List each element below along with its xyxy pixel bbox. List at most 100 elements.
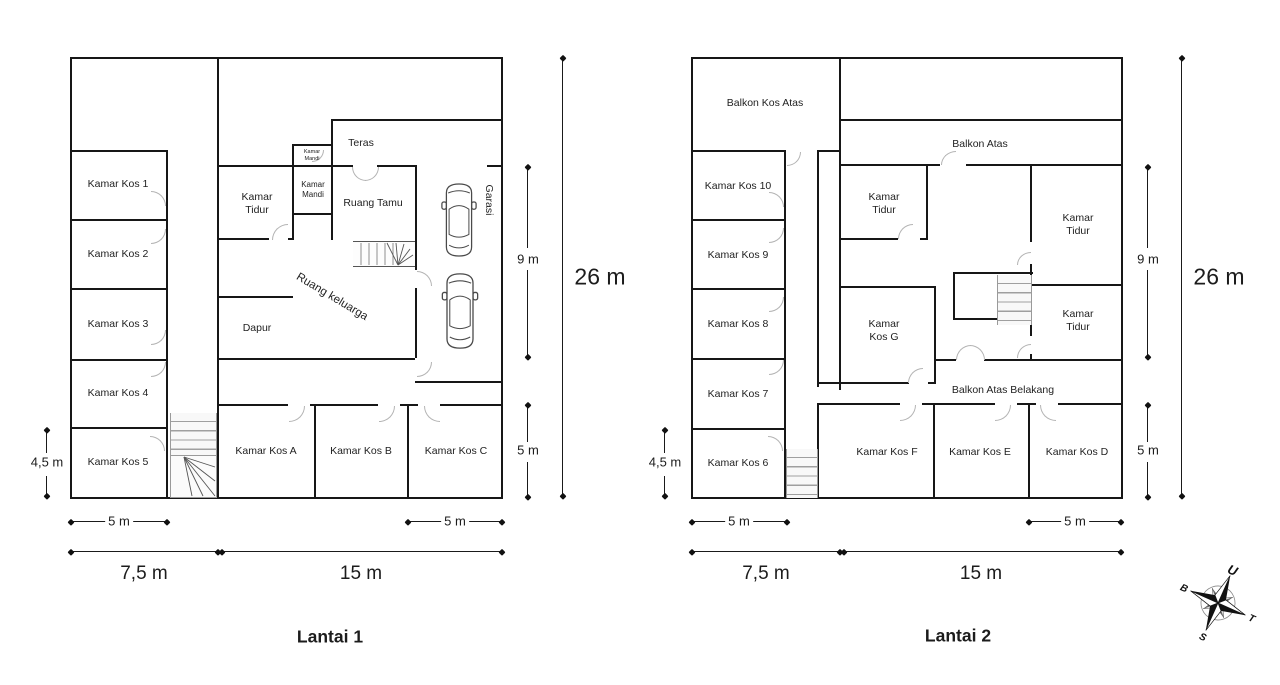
wall xyxy=(72,288,166,290)
wall xyxy=(922,403,995,405)
dimension-endpoint xyxy=(404,518,412,526)
wall xyxy=(817,403,819,499)
dimension-endpoint xyxy=(661,492,669,500)
dimension-label-15m: 15 m xyxy=(959,563,1003,584)
room-label-kamar-kos-c: Kamar Kos C xyxy=(424,445,488,457)
dimension-endpoint xyxy=(1144,401,1152,409)
room-label-balkon-atas-belakang: Balkon Atas Belakang xyxy=(951,384,1055,396)
wall xyxy=(72,427,166,429)
dimension-endpoint xyxy=(783,518,791,526)
dimension-line xyxy=(70,551,219,553)
dimension-endpoint xyxy=(688,548,696,556)
dimension-endpoint xyxy=(688,518,696,526)
wall xyxy=(693,358,784,360)
wall xyxy=(1032,284,1123,286)
car-top-icon xyxy=(441,183,477,257)
floor2-title: Lantai 2 xyxy=(924,625,992,646)
room-label-kamar-kos-9: Kamar Kos 9 xyxy=(707,249,769,261)
wall xyxy=(953,272,1033,274)
door-arc xyxy=(956,345,971,360)
wall xyxy=(839,57,841,390)
dimension-line xyxy=(664,476,666,497)
wall xyxy=(934,359,956,361)
wall xyxy=(219,296,293,298)
compass-rose-icon: U T S B xyxy=(1178,561,1257,644)
room-label-kamar-kos-3: Kamar Kos 3 xyxy=(87,318,149,330)
room-label-kamar-tidur-1: Kamar Tidur xyxy=(868,190,900,216)
wall xyxy=(1030,354,1032,360)
wall xyxy=(288,238,294,240)
wall xyxy=(953,318,999,320)
dimension-endpoint xyxy=(1025,518,1033,526)
dimension-line xyxy=(46,429,48,453)
wall xyxy=(1030,164,1032,242)
wall xyxy=(72,150,166,152)
wall xyxy=(984,359,1123,361)
staircase-main-treads xyxy=(360,242,414,266)
dimension-line xyxy=(1147,404,1149,442)
wall xyxy=(331,167,333,240)
dimension-endpoint xyxy=(661,426,669,434)
dimension-line xyxy=(1181,57,1183,497)
room-label-kamar-kos-4: Kamar Kos 4 xyxy=(87,387,149,399)
wall xyxy=(72,219,166,221)
dimension-line xyxy=(46,476,48,497)
staircase-upper xyxy=(997,275,1032,325)
dimension-line xyxy=(562,57,564,497)
dimension-line xyxy=(1147,166,1149,248)
staircase-corridor xyxy=(170,413,217,455)
dimension-label-9m: 9 m xyxy=(514,251,542,267)
room-label-kamar-kos-1: Kamar Kos 1 xyxy=(87,178,149,190)
wall xyxy=(819,150,841,152)
room-label-kamar-kos-6: Kamar Kos 6 xyxy=(707,457,769,469)
room-label-kamar-kos-5: Kamar Kos 5 xyxy=(87,456,149,468)
wall xyxy=(934,286,936,384)
dimension-endpoint xyxy=(559,492,567,500)
room-label-garasi: Garasi xyxy=(483,184,495,216)
room-label-kamar-tidur-3: Kamar Tidur xyxy=(1062,307,1094,333)
compass-south-label: S xyxy=(1197,631,1208,644)
wall xyxy=(292,213,333,215)
dimension-label-15m: 15 m xyxy=(339,563,383,584)
dimension-label-5m-bottom-left: 5 m xyxy=(105,513,133,529)
dimension-endpoint xyxy=(524,163,532,171)
wall xyxy=(72,359,166,361)
room-label-kamar-kos-e: Kamar Kos E xyxy=(949,446,1011,458)
door-arc xyxy=(898,224,913,239)
dimension-line xyxy=(1147,270,1149,358)
wall xyxy=(1017,403,1036,405)
dimension-endpoint xyxy=(1144,163,1152,171)
dimension-line xyxy=(1147,462,1149,498)
room-label-teras: Teras xyxy=(348,137,374,149)
dimension-label-5m-bottom-right: 5 m xyxy=(1061,513,1089,529)
dimension-endpoint xyxy=(67,518,75,526)
door-arc xyxy=(1017,252,1031,265)
dimension-line xyxy=(664,429,666,453)
dimension-label-75m: 7,5 m xyxy=(742,563,790,584)
wall xyxy=(310,404,378,406)
dimension-line xyxy=(691,551,841,553)
wall xyxy=(1028,405,1030,499)
wall xyxy=(166,150,168,499)
room-label-kamar-kos-f: Kamar Kos F xyxy=(856,446,918,458)
compass-north-label: U xyxy=(1225,561,1240,579)
room-label-kamar-kos-7: Kamar Kos 7 xyxy=(707,388,769,400)
dimension-line xyxy=(527,270,529,358)
dimension-endpoint xyxy=(498,518,506,526)
wall xyxy=(293,165,333,167)
wall xyxy=(933,405,935,499)
dimension-endpoint xyxy=(524,401,532,409)
dimension-label-45m: 4,5 m xyxy=(645,454,685,470)
dimension-endpoint xyxy=(524,493,532,501)
dimension-endpoint xyxy=(1144,493,1152,501)
wall xyxy=(217,57,219,499)
room-label-ruang-tamu: Ruang Tamu xyxy=(343,197,403,209)
dimension-endpoint xyxy=(559,54,567,62)
wall xyxy=(841,119,1123,121)
dimension-endpoint xyxy=(524,353,532,361)
wall xyxy=(292,144,333,146)
car-top-icon xyxy=(441,273,479,349)
wall xyxy=(314,406,316,499)
wall xyxy=(693,288,784,290)
